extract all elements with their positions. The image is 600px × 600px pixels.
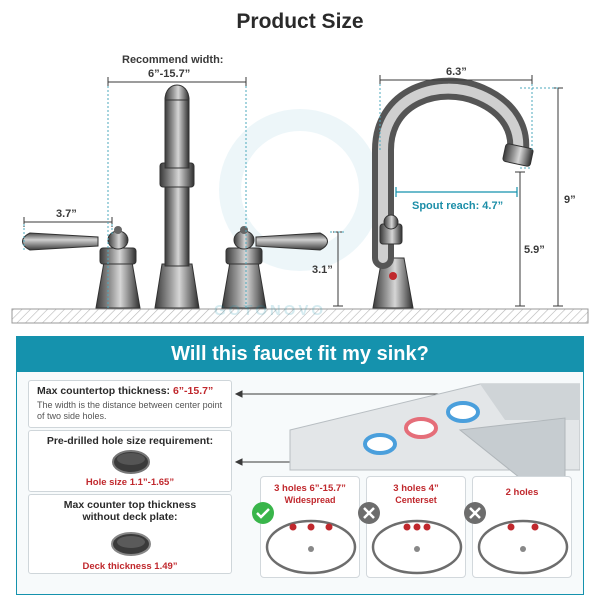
sink-option-centerset: 3 holes 4” Centerset — [358, 476, 466, 578]
sink-3d-illustration — [289, 383, 580, 479]
centerset-sink-icon — [371, 519, 463, 575]
side-faucet — [372, 77, 534, 309]
watermark-logo — [219, 109, 381, 271]
center-spout — [154, 84, 200, 309]
countertop-info-box: Max countertop thickness: 6”-15.7” The w… — [28, 380, 232, 428]
hole-size-title: Pre-drilled hole size requirement: — [46, 435, 214, 447]
handle-height-label: 3.1” — [312, 264, 333, 276]
cross-icon — [464, 502, 486, 524]
page-title: Product Size — [236, 10, 364, 33]
sink-option-line1: 3 holes 4” — [393, 483, 439, 494]
deck-hole-icon — [111, 532, 151, 556]
spout-width-label: 6.3” — [446, 66, 467, 78]
hole-icon — [112, 450, 150, 474]
watermark-text: GOTONOVO — [214, 302, 327, 319]
cross-icon — [358, 502, 380, 524]
total-height-label: 9” — [564, 194, 576, 206]
spout-reach-label: Spout reach: 4.7” — [412, 200, 504, 212]
fit-banner: Will this faucet fit my sink? — [16, 336, 584, 372]
countertop-note: The width is the distance between center… — [37, 400, 223, 421]
sink-option-line2: Widespread — [284, 495, 336, 505]
countertop-value: 6”-15.7” — [172, 385, 214, 397]
hot-indicator — [389, 272, 397, 280]
recommend-width-value: 6”-15.7” — [148, 68, 191, 80]
sink-option-line1: 3 holes 6”-15.7” — [274, 483, 346, 494]
countertop-heading: Max countertop thickness: 6”-15.7” — [37, 385, 223, 397]
two-holes-sink-icon — [477, 519, 569, 575]
sink-option-line2: Centerset — [395, 495, 437, 505]
deck-title: Max counter top thickness without deck p… — [63, 499, 197, 523]
faucet-illustration — [11, 75, 589, 324]
spout-height-label: 5.9” — [524, 244, 545, 256]
check-icon — [252, 502, 274, 524]
hole-size-info-box: Pre-drilled hole size requirement: Hole … — [28, 430, 232, 492]
hole-size-value: Hole size 1.1”-1.65” — [85, 477, 175, 488]
widespread-sink-icon — [265, 519, 357, 575]
sink-option-two-holes: 2 holes — [464, 476, 572, 578]
countertop-label: Max countertop thickness: — [37, 385, 173, 397]
handle-length-label: 3.7” — [56, 208, 77, 220]
countertop — [11, 308, 589, 324]
right-handle — [221, 226, 328, 309]
deck-info-box: Max counter top thickness without deck p… — [28, 494, 232, 574]
left-handle — [22, 226, 141, 309]
sink-option-widespread: 3 holes 6”-15.7” Widespread — [252, 476, 360, 578]
sink-option-line1: 2 holes — [505, 487, 539, 498]
recommend-width-label: Recommend width: — [122, 54, 224, 66]
deck-value: Deck thickness 1.49” — [82, 561, 178, 572]
